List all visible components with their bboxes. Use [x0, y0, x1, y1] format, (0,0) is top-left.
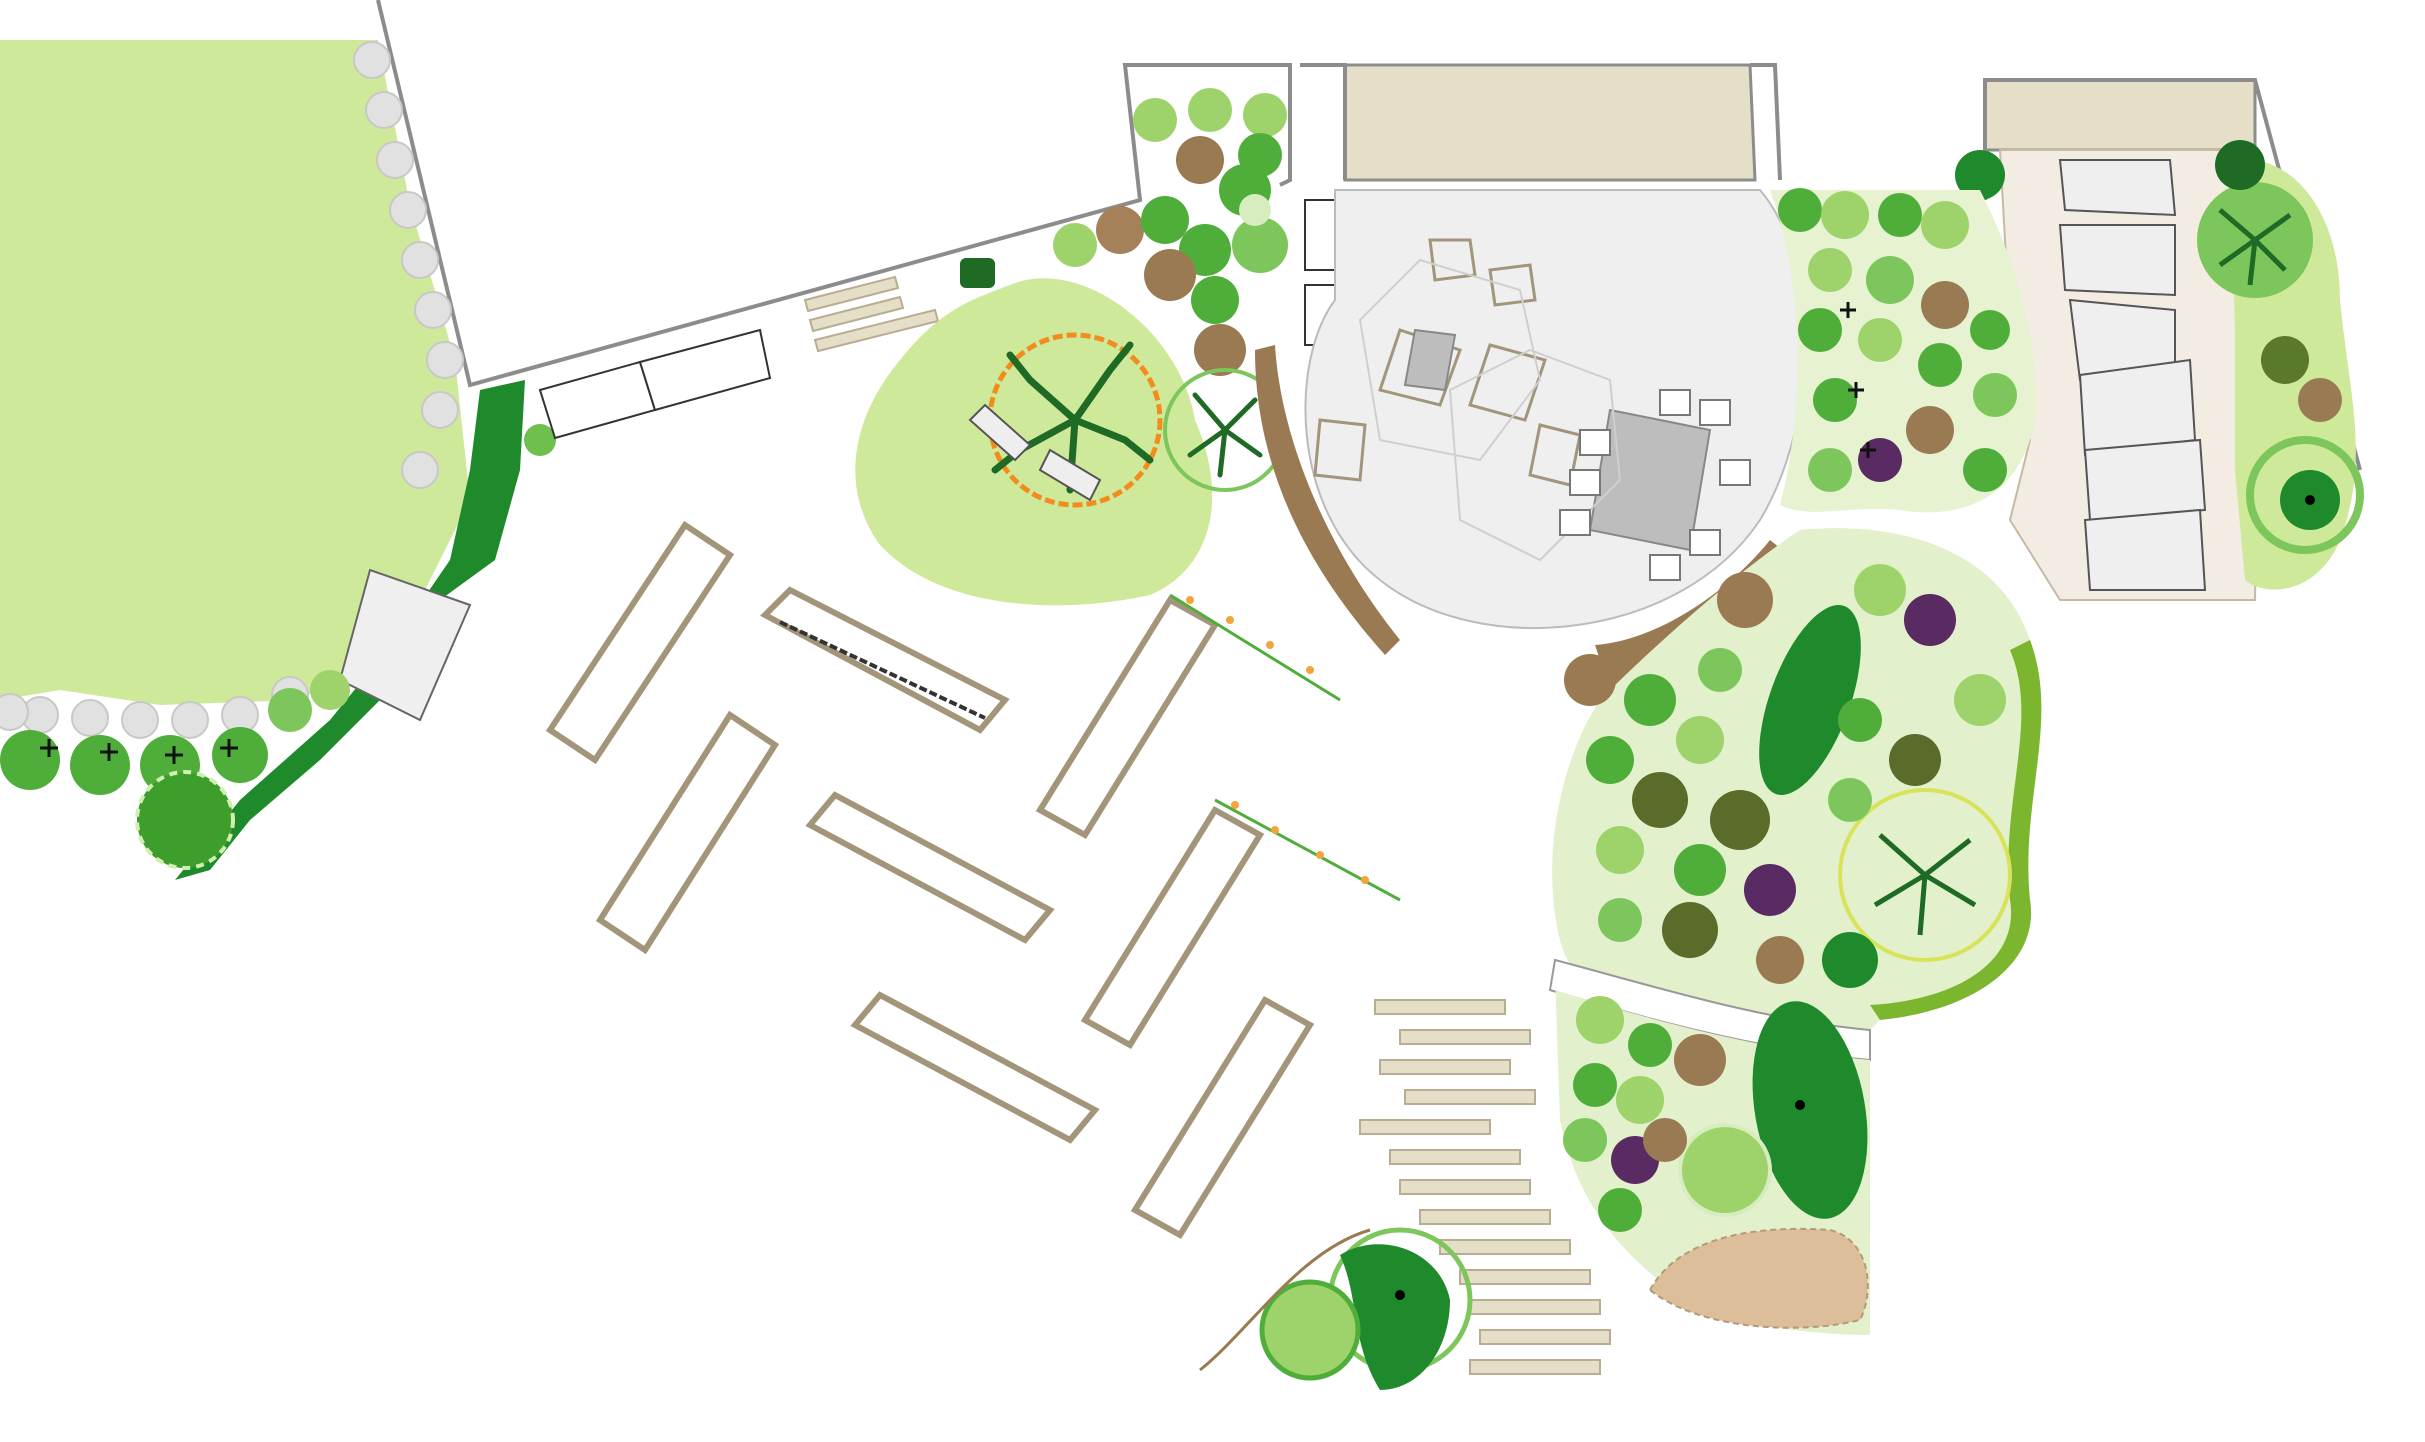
shrub-icon: [2261, 336, 2309, 384]
lawn-area: [0, 40, 470, 705]
palm-icon: [1259, 1279, 1361, 1381]
curved-bench-left: [1255, 345, 1400, 655]
planting-lower-right: [1564, 564, 2006, 988]
stepping-slabs-right: [2058, 159, 2207, 591]
shrub-icon: [2215, 140, 2265, 190]
shrub-border-grey: [0, 41, 464, 739]
tree-icon: [991, 341, 1154, 494]
shrub-icon: [2298, 378, 2342, 422]
cross-marker-icon: [40, 739, 238, 764]
shrub-icon: [1955, 150, 2005, 200]
tree-ring-green: [2246, 436, 2364, 554]
tree-icon: [2218, 208, 2292, 286]
tree-icon: [1873, 833, 1977, 936]
bed-lower-right-edge: [1870, 640, 2042, 1020]
tree-ring-yellow: [1838, 788, 2012, 962]
umbrella-outlines: [1358, 258, 1622, 562]
dark-hedge: [175, 380, 525, 880]
gate-block: [338, 568, 472, 722]
raised-beds: [545, 520, 1315, 1240]
linear-planting: [1169, 593, 1401, 902]
stepping-stones-center: [1359, 999, 1611, 1375]
dining-chairs: [1559, 389, 1751, 581]
boundary-wall: [376, 0, 1292, 388]
shrub-cluster-left: [0, 670, 350, 870]
dark-shrub-bottom: [1752, 1001, 1868, 1219]
sandy-patch: [1648, 1227, 1869, 1329]
palm-icon: [1678, 1123, 1772, 1217]
tree-icon: [1187, 392, 1263, 478]
terrace-furniture: [1313, 238, 1582, 487]
planting-bed-upper: [1053, 88, 1288, 376]
dark-shrub-lower: [1340, 1244, 1450, 1390]
water-rill: [779, 620, 986, 720]
pergola-wall: [1750, 63, 1782, 181]
dark-bin: [960, 258, 995, 288]
linear-planting-flowers: [1186, 596, 1369, 884]
pergola-roof-right: [1983, 78, 2257, 152]
planting-bottom-right: [1563, 996, 1726, 1232]
wall-boxes: [538, 328, 772, 440]
pergola-roof: [1343, 63, 1757, 182]
pergola-wall: [1300, 63, 1347, 180]
stone-slabs-top: [803, 275, 940, 353]
sun-loungers: [968, 403, 1102, 502]
shrub-icon: [524, 424, 556, 456]
dark-shrub-large: [1759, 605, 1861, 795]
branch-curve: [1199, 1228, 1371, 1372]
planting-middle-right: [1778, 188, 2017, 492]
